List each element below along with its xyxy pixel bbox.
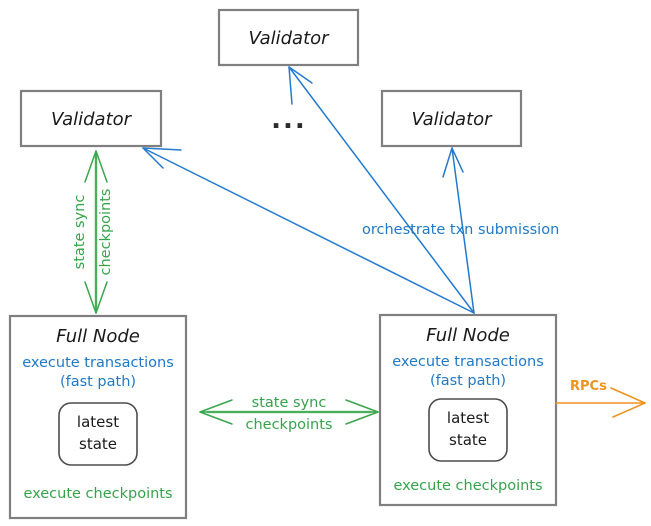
- state-sync-vertical-arrowhead-down: [84, 281, 108, 314]
- validator-top-label: Validator: [248, 28, 330, 49]
- full-node-right-title: Full Node: [426, 325, 510, 346]
- validator-right[interactable]: Validator: [380, 89, 523, 148]
- edge-to-validator-right: [451, 147, 475, 314]
- latest-state-left-line-2: state: [79, 435, 117, 453]
- state-sync-vertical-label-1: state sync: [72, 195, 88, 270]
- rpcs-arrowhead: [610, 387, 646, 418]
- edge-to-validator-left: [142, 147, 475, 314]
- validators-ellipsis: ...: [271, 105, 307, 135]
- full-node-right-green-label: execute checkpoints: [393, 478, 542, 494]
- state-sync-horizontal-arrowhead-right: [345, 399, 379, 425]
- validator-top-box[interactable]: [217, 8, 360, 67]
- state-sync-horizontal-label-1: state sync: [252, 395, 327, 411]
- full-node-left-blue-2: (fast path): [60, 374, 136, 390]
- rpcs-label: RPCs: [570, 379, 607, 394]
- validator-left-label: Validator: [51, 109, 133, 130]
- validator-left-box[interactable]: [19, 89, 163, 148]
- orchestrate-label: orchestrate txn submission: [362, 222, 559, 238]
- state-sync-vertical-edge: state sync checkpoints: [72, 150, 114, 314]
- full-node-left[interactable]: Full Node execute transactions (fast pat…: [8, 314, 188, 520]
- edge-to-validator-top: [288, 66, 475, 314]
- state-sync-vertical-label-2: checkpoints: [98, 189, 114, 276]
- state-sync-horizontal-label-2: checkpoints: [246, 417, 333, 433]
- validator-right-box[interactable]: [380, 89, 523, 148]
- validator-top[interactable]: Validator: [217, 8, 360, 67]
- validator-right-label: Validator: [411, 109, 493, 130]
- full-node-right[interactable]: Full Node execute transactions (fast pat…: [378, 313, 558, 507]
- state-sync-vertical-arrowhead-up: [84, 150, 108, 183]
- state-sync-horizontal-arrowhead-left: [199, 399, 233, 425]
- latest-state-right-line-2: state: [449, 431, 487, 449]
- rpcs-edge: RPCs: [555, 379, 646, 418]
- full-node-right-blue-1: execute transactions: [392, 354, 544, 370]
- arrowhead-validator-left: [142, 147, 182, 169]
- latest-state-right-box[interactable]: [428, 398, 508, 462]
- full-node-left-title: Full Node: [56, 326, 140, 347]
- latest-state-left-box[interactable]: [58, 402, 138, 466]
- full-node-right-blue-2: (fast path): [430, 373, 506, 389]
- arrowhead-validator-right: [442, 147, 464, 178]
- full-node-left-blue-1: execute transactions: [22, 355, 174, 371]
- state-sync-horizontal-edge: state sync checkpoints: [199, 395, 379, 433]
- latest-state-left-line-1: latest: [77, 413, 119, 431]
- full-node-left-latest-state[interactable]: latest state: [58, 402, 138, 466]
- latest-state-right-line-1: latest: [447, 409, 489, 427]
- full-node-right-latest-state[interactable]: latest state: [428, 398, 508, 462]
- validator-left[interactable]: Validator: [19, 89, 163, 148]
- full-node-left-green-label: execute checkpoints: [23, 486, 172, 502]
- orchestrate-edges: orchestrate txn submission: [142, 66, 559, 314]
- arrowhead-validator-top: [288, 66, 313, 105]
